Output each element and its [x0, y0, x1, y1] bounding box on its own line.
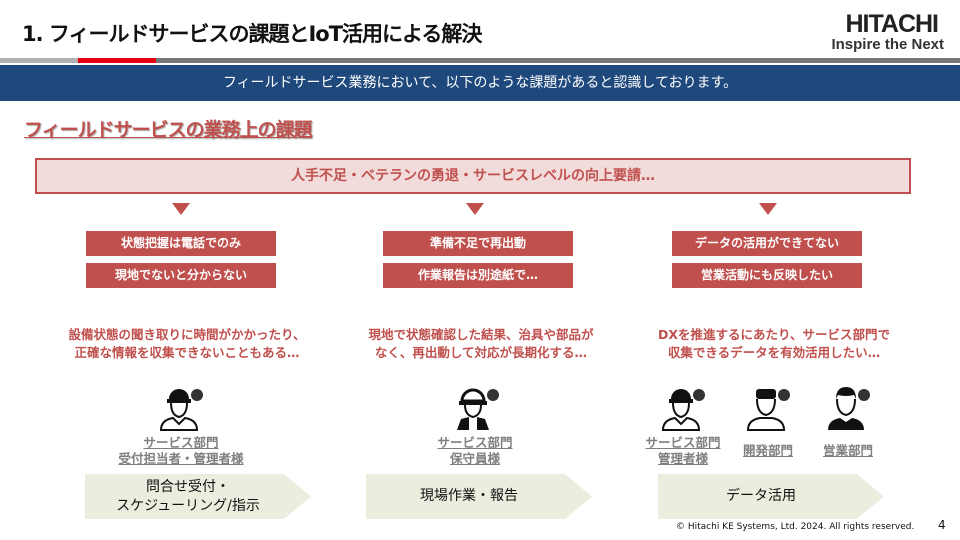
hitachi-tagline: Inspire the Next: [831, 36, 944, 53]
process-arrow: データ活用: [658, 474, 884, 519]
down-arrow-icon: [466, 203, 484, 215]
persona-label: 開発部門: [698, 443, 838, 459]
down-arrow-icon: [172, 203, 190, 215]
detail-line: 設備状態の聞き取りに時間がかかったり、: [68, 327, 306, 342]
detail-line: なく、再出動して対応が長期化する…: [374, 345, 588, 360]
overall-issue-box: 人手不足・ベテランの勇退・サービスレベルの向上要請…: [35, 158, 911, 194]
salesperson-icon: [824, 383, 884, 431]
detail-line: 現地で状態確認した結果、治具や部品が: [368, 327, 594, 342]
page-title: 1. フィールドサービスの課題とIoT活用による解決: [22, 22, 482, 46]
problem-box: データの活用ができてない: [672, 231, 862, 256]
helmet-worker-icon: [659, 383, 719, 431]
persona-label-line: サービス部門: [437, 435, 513, 450]
process-arrow: 問合せ受付・スケジューリング/指示: [85, 474, 311, 519]
process-label: スケジューリング/指示: [116, 497, 260, 514]
persona-label-line: サービス部門: [645, 435, 721, 450]
problem-box: 状態把握は電話でのみ: [86, 231, 276, 256]
problem-box: 営業活動にも反映したい: [672, 263, 862, 288]
process-label: 問合せ受付・: [146, 478, 230, 495]
process-label: 現場作業・報告: [420, 488, 518, 504]
persona-label: サービス部門管理者様: [613, 435, 753, 467]
persona-label-line: 受付担当者・管理者様: [118, 451, 244, 466]
summary-banner: フィールドサービス業務において、以下のような課題があると認識しております。: [0, 65, 960, 101]
problem-box: 現地でないと分からない: [86, 263, 276, 288]
copyright: © Hitachi KE Systems, Ltd. 2024. All rig…: [676, 522, 915, 532]
persona-label-line: 営業部門: [822, 443, 873, 458]
section-heading: フィールドサービスの業務上の課題: [24, 119, 313, 141]
process-arrow: 現場作業・報告: [366, 474, 592, 519]
detail-line: 収集できるデータを有効活用したい…: [667, 345, 881, 360]
persona-label: サービス部門保守員様: [405, 435, 545, 467]
helmet-worker-icon: [157, 383, 217, 431]
persona-label: 営業部門: [778, 443, 918, 459]
hitachi-logo: HITACHI: [845, 10, 939, 38]
persona-label-line: 保守員様: [449, 451, 500, 466]
persona-label-line: サービス部門: [143, 435, 219, 450]
problem-detail: 現地で状態確認した結果、治具や部品がなく、再出動して対応が長期化する…: [331, 326, 631, 362]
detail-line: DXを推進するにあたり、サービス部門で: [657, 327, 890, 342]
persona-label-line: 開発部門: [742, 443, 793, 458]
problem-detail: 設備状態の聞き取りに時間がかかったり、正確な情報を収集できないこともある…: [37, 326, 337, 362]
header-divider: [0, 58, 960, 63]
process-label: データ活用: [726, 488, 796, 504]
hardhat-worker-icon: [451, 383, 511, 431]
problem-box: 作業報告は別途紙で…: [383, 263, 573, 288]
detail-line: 正確な情報を収集できないこともある…: [74, 345, 300, 360]
problem-box: 準備不足で再出動: [383, 231, 573, 256]
page-number: 4: [938, 518, 946, 532]
problem-detail: DXを推進するにあたり、サービス部門で収集できるデータを有効活用したい…: [624, 326, 924, 362]
down-arrow-icon: [759, 203, 777, 215]
persona-label-line: 管理者様: [657, 451, 708, 466]
engineer-icon: [744, 383, 804, 431]
persona-label: サービス部門受付担当者・管理者様: [111, 435, 251, 467]
